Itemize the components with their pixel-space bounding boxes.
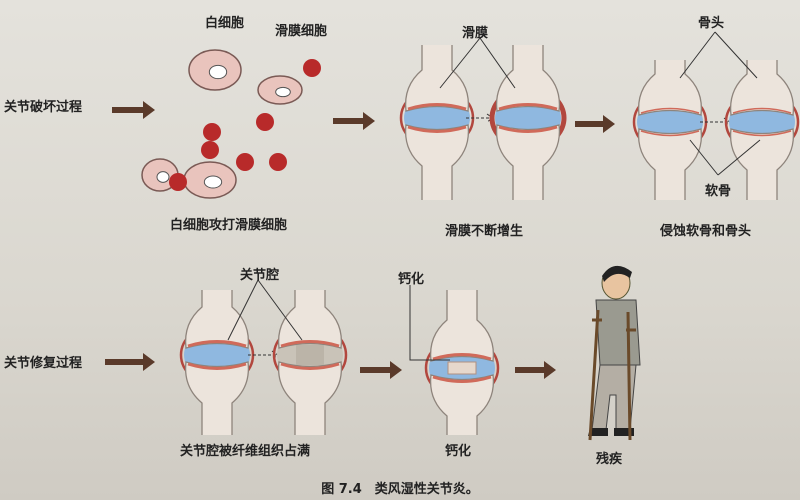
calcification-label: 钙化 [398,272,425,287]
synovium-pointer-lines [439,37,516,89]
calcification-pointer-line [409,285,450,361]
cartilage-lower [640,130,700,137]
step1-caption: 白细胞攻打滑膜细胞 [170,218,288,233]
synovial-cell-icon [269,153,287,171]
lower-bone [729,128,795,200]
upper-bone [184,290,250,349]
cartilage-upper [280,340,340,348]
synovial-cell-icon [169,173,187,191]
crutch-icon [626,311,636,441]
cell-nucleus-icon [156,171,170,183]
cartilage-upper [187,340,247,348]
upper-bone [429,290,495,362]
fibrous-tissue [296,345,324,365]
synovium-label: 滑膜 [462,26,489,41]
synovial-cell-label: 滑膜细胞 [275,24,328,39]
joint-illustration [272,290,348,435]
process-arrow-icon [360,361,402,379]
bone-pointer-lines [679,31,761,176]
joint-illustration [399,45,475,200]
upper-bone [404,45,470,112]
repair-step2-caption: 钙化 [445,444,472,459]
synovial-cell-icon [236,153,254,171]
lower-bone [277,361,343,435]
joint-illustration [632,60,708,200]
process-arrow-icon [112,101,155,119]
upper-bone [637,60,703,116]
synovial-cell-icon [256,113,274,131]
lower-bone [184,361,250,435]
upper-bone [277,290,343,349]
transition-arrow-icon [466,113,494,123]
step2-caption: 滑膜不断增生 [445,224,524,239]
cartilage-upper [432,353,492,361]
person-shoes [588,428,634,436]
upper-bone [729,60,795,116]
lower-bone [429,374,495,435]
process-arrow-icon [515,361,556,379]
bone-label: 骨头 [698,16,725,31]
person-hair [602,265,632,282]
repair-step1-caption: 关节腔被纤维组织占满 [180,444,311,459]
joint-illustration [424,290,500,435]
joint-illustration [724,60,800,200]
lower-bone [637,128,703,200]
synovial-cell-icon [303,59,321,77]
cell-nucleus-icon [203,175,223,189]
cartilage-lower [280,362,340,370]
cartilage-lower [432,375,492,383]
process-arrow-icon [575,115,615,133]
lower-bone [495,124,561,200]
cartilage-upper [640,107,700,114]
disability-caption: 残疾 [596,452,623,467]
upper-bone [495,45,561,112]
cavity-pointer-lines [227,279,303,341]
calcified-tissue [447,361,477,375]
cartilage-label: 软骨 [705,184,732,199]
joint-cavity-label: 关节腔 [240,268,280,283]
person-torso [595,299,641,366]
crutch-icon [588,309,602,441]
step3-caption: 侵蚀软骨和骨头 [660,224,752,239]
cell-nucleus-icon [208,64,228,80]
repair-process-label: 关节修复过程 [4,356,83,371]
cartilage-lower [732,130,792,137]
cartilage-lower [407,125,467,133]
synovial-cell-icon [203,123,221,141]
cartilage-upper [498,103,558,111]
process-arrow-icon [105,353,155,371]
lower-bone [404,124,470,200]
joint-illustration [489,45,567,200]
cartilage-lower [498,125,558,133]
disabled-person-illustration [588,265,641,441]
cartilage-upper [407,103,467,111]
process-arrow-icon [333,112,375,130]
cell-nucleus-icon [275,86,291,98]
cartilage-lower [187,362,247,370]
figure-caption: 图 7.4 类风湿性关节炎。 [321,482,479,497]
synovial-cell-icon [201,141,219,159]
destruction-process-label: 关节破坏过程 [4,100,83,115]
cartilage-upper [732,107,792,114]
white-blood-cell-label: 白细胞 [205,16,245,31]
